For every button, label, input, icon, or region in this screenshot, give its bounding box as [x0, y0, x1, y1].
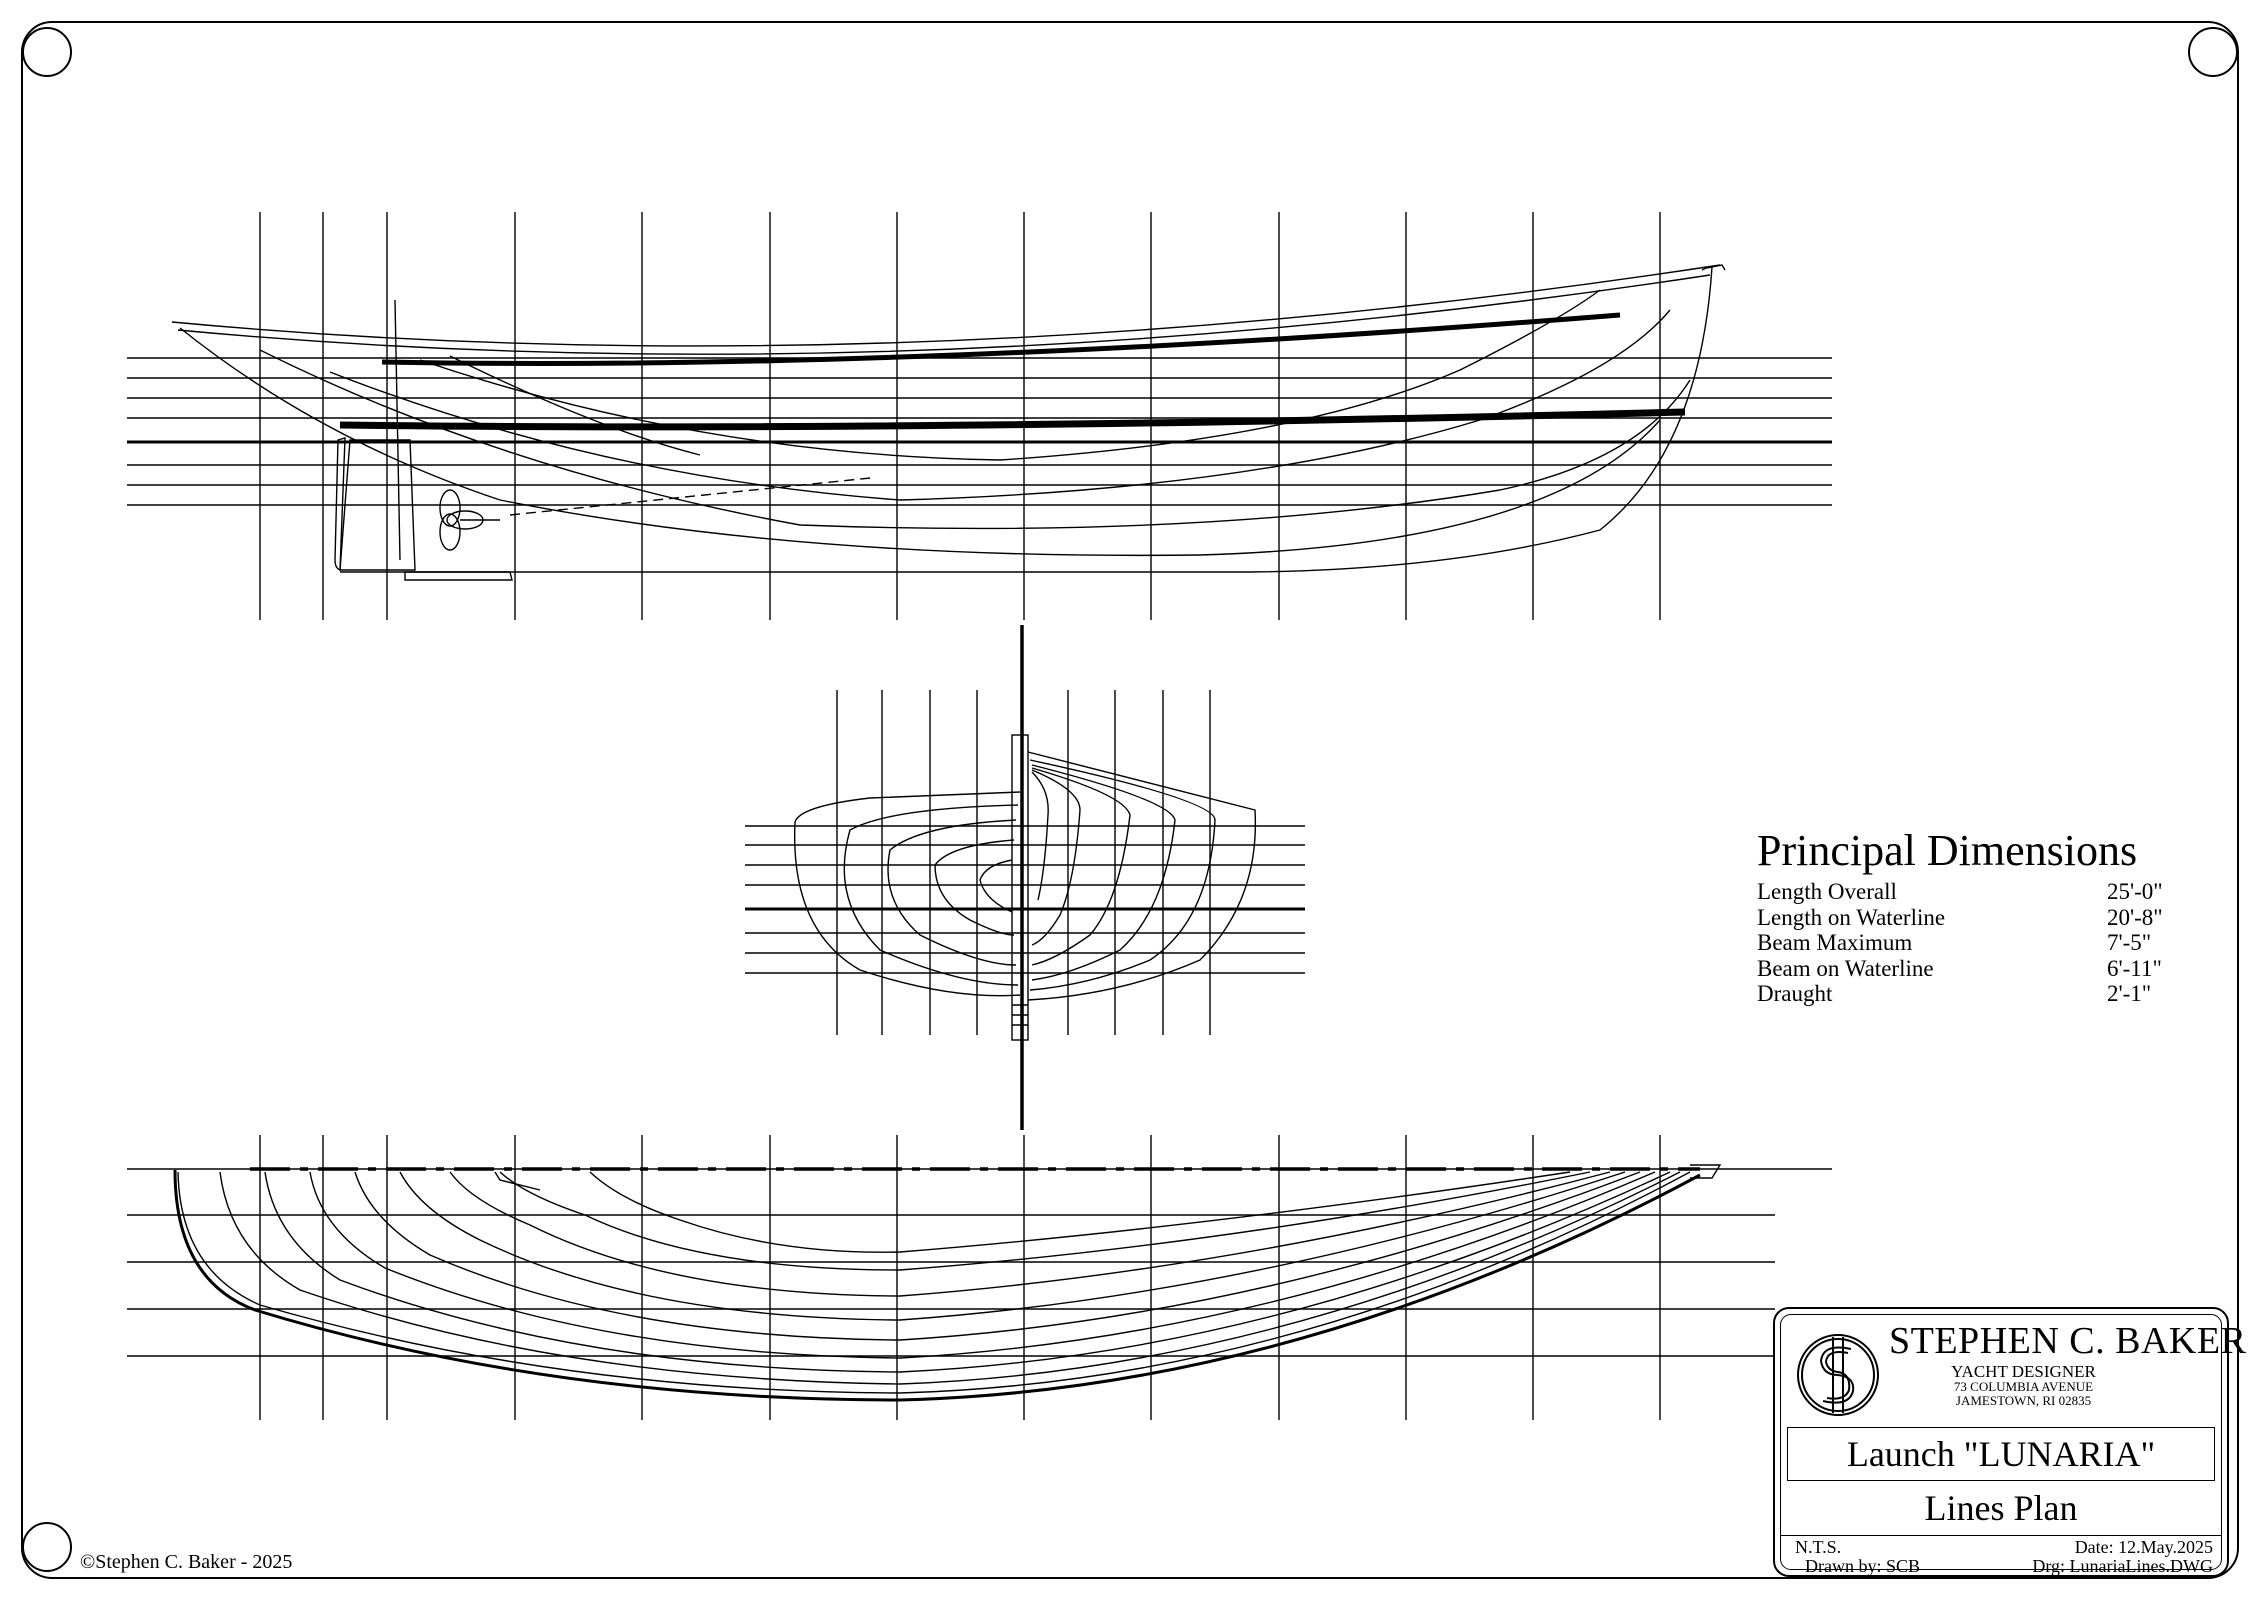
project-box [1787, 1427, 2215, 1481]
copyright-notice: ©Stephen C. Baker - 2025 [80, 1551, 293, 1573]
scale-note: N.T.S. [1795, 1537, 1842, 1557]
designer-title: YACHT DESIGNER [1951, 1362, 2096, 1381]
body-waterlines [745, 825, 1305, 974]
drawing-date: Date: 12.May.2025 [2074, 1537, 2213, 1557]
buttock-1 [259, 349, 1691, 530]
address-line-1: 73 COLUMBIA AVENUE [1953, 1379, 2094, 1394]
designer-name: STEPHEN C. BAKER [1889, 1320, 2247, 1362]
dimension-row: Beam Maximum 7'-5" [1757, 930, 2177, 956]
corner-hole [22, 27, 72, 77]
section-aft-1 [449, 355, 701, 456]
skeg [404, 571, 513, 581]
bottom-profile [179, 327, 1661, 557]
sheet-border [21, 21, 2239, 1579]
drawing-file: Drg: LunariaLines.DWG [2032, 1556, 2213, 1576]
dimension-value: 6'-11" [2107, 955, 2162, 981]
dimension-value: 2'-1" [2107, 981, 2152, 1006]
shaft-line [509, 477, 871, 516]
dimension-row: Beam on Waterline 6'-11" [1757, 956, 2177, 982]
designer-logo-icon [1797, 1334, 1879, 1416]
half-breadth-plan [127, 1135, 1832, 1420]
body-plan [745, 625, 1305, 1130]
title-block-inner: STEPHEN C. BAKER YACHT DESIGNER 73 COLUM… [1780, 1314, 2246, 1576]
deck-outline [173, 1169, 1701, 1402]
dimension-row: Length Overall 25'-0" [1757, 879, 2177, 905]
body-buttocks [836, 690, 1211, 1035]
project-title: Launch "LUNARIA" [1846, 1434, 2156, 1474]
title-block: STEPHEN C. BAKER YACHT DESIGNER 73 COLUM… [1773, 1307, 2246, 1577]
dimension-row: Length on Waterline 20'-8" [1757, 905, 2177, 931]
halfbreadth-stations [259, 1135, 1661, 1420]
dimension-label: Length Overall [1757, 879, 1897, 904]
sheet-title: Lines Plan [1924, 1488, 2078, 1528]
stem-head [1701, 264, 1726, 271]
dimension-label: Beam Maximum [1757, 930, 1913, 955]
guard-stripe [339, 408, 1686, 431]
dimension-value: 7'-5" [2107, 930, 2152, 955]
sheer-line [171, 264, 1721, 347]
dimension-label: Length on Waterline [1757, 904, 1946, 930]
rubrail [381, 312, 1621, 366]
propeller-icon [439, 489, 500, 551]
sheer-line-2 [177, 274, 1711, 355]
corner-hole [22, 1522, 72, 1572]
dimension-value: 25'-0" [2107, 879, 2163, 904]
corner-hole [2188, 27, 2238, 77]
dimension-label: Beam on Waterline [1757, 955, 1934, 981]
dimension-value: 20'-8" [2107, 904, 2163, 930]
dimension-label: Draught [1757, 981, 1833, 1006]
dimensions-heading: Principal Dimensions [1757, 826, 2138, 875]
stem [1249, 266, 1713, 573]
halfbreadth-lines [127, 1168, 1832, 1357]
title-block-divider [1781, 1535, 2221, 1536]
forefoot [1549, 314, 1621, 321]
transom [334, 437, 346, 572]
rudder [339, 439, 416, 571]
designer-address: YACHT DESIGNER 73 COLUMBIA AVENUE JAMEST… [1901, 1363, 2146, 1408]
dimension-row: Draught 2'-1" [1757, 981, 2177, 1007]
drawn-by: Drawn by: SCB [1805, 1556, 1921, 1576]
buttock-3 [419, 289, 1601, 461]
buttock-2 [329, 309, 1671, 501]
address-line-2: JAMESTOWN, RI 02835 [1955, 1393, 2092, 1408]
principal-dimensions: Principal Dimensions Length Overall 25'-… [1757, 825, 2177, 1007]
profile-view [127, 212, 1832, 620]
rudder-post [394, 299, 401, 561]
